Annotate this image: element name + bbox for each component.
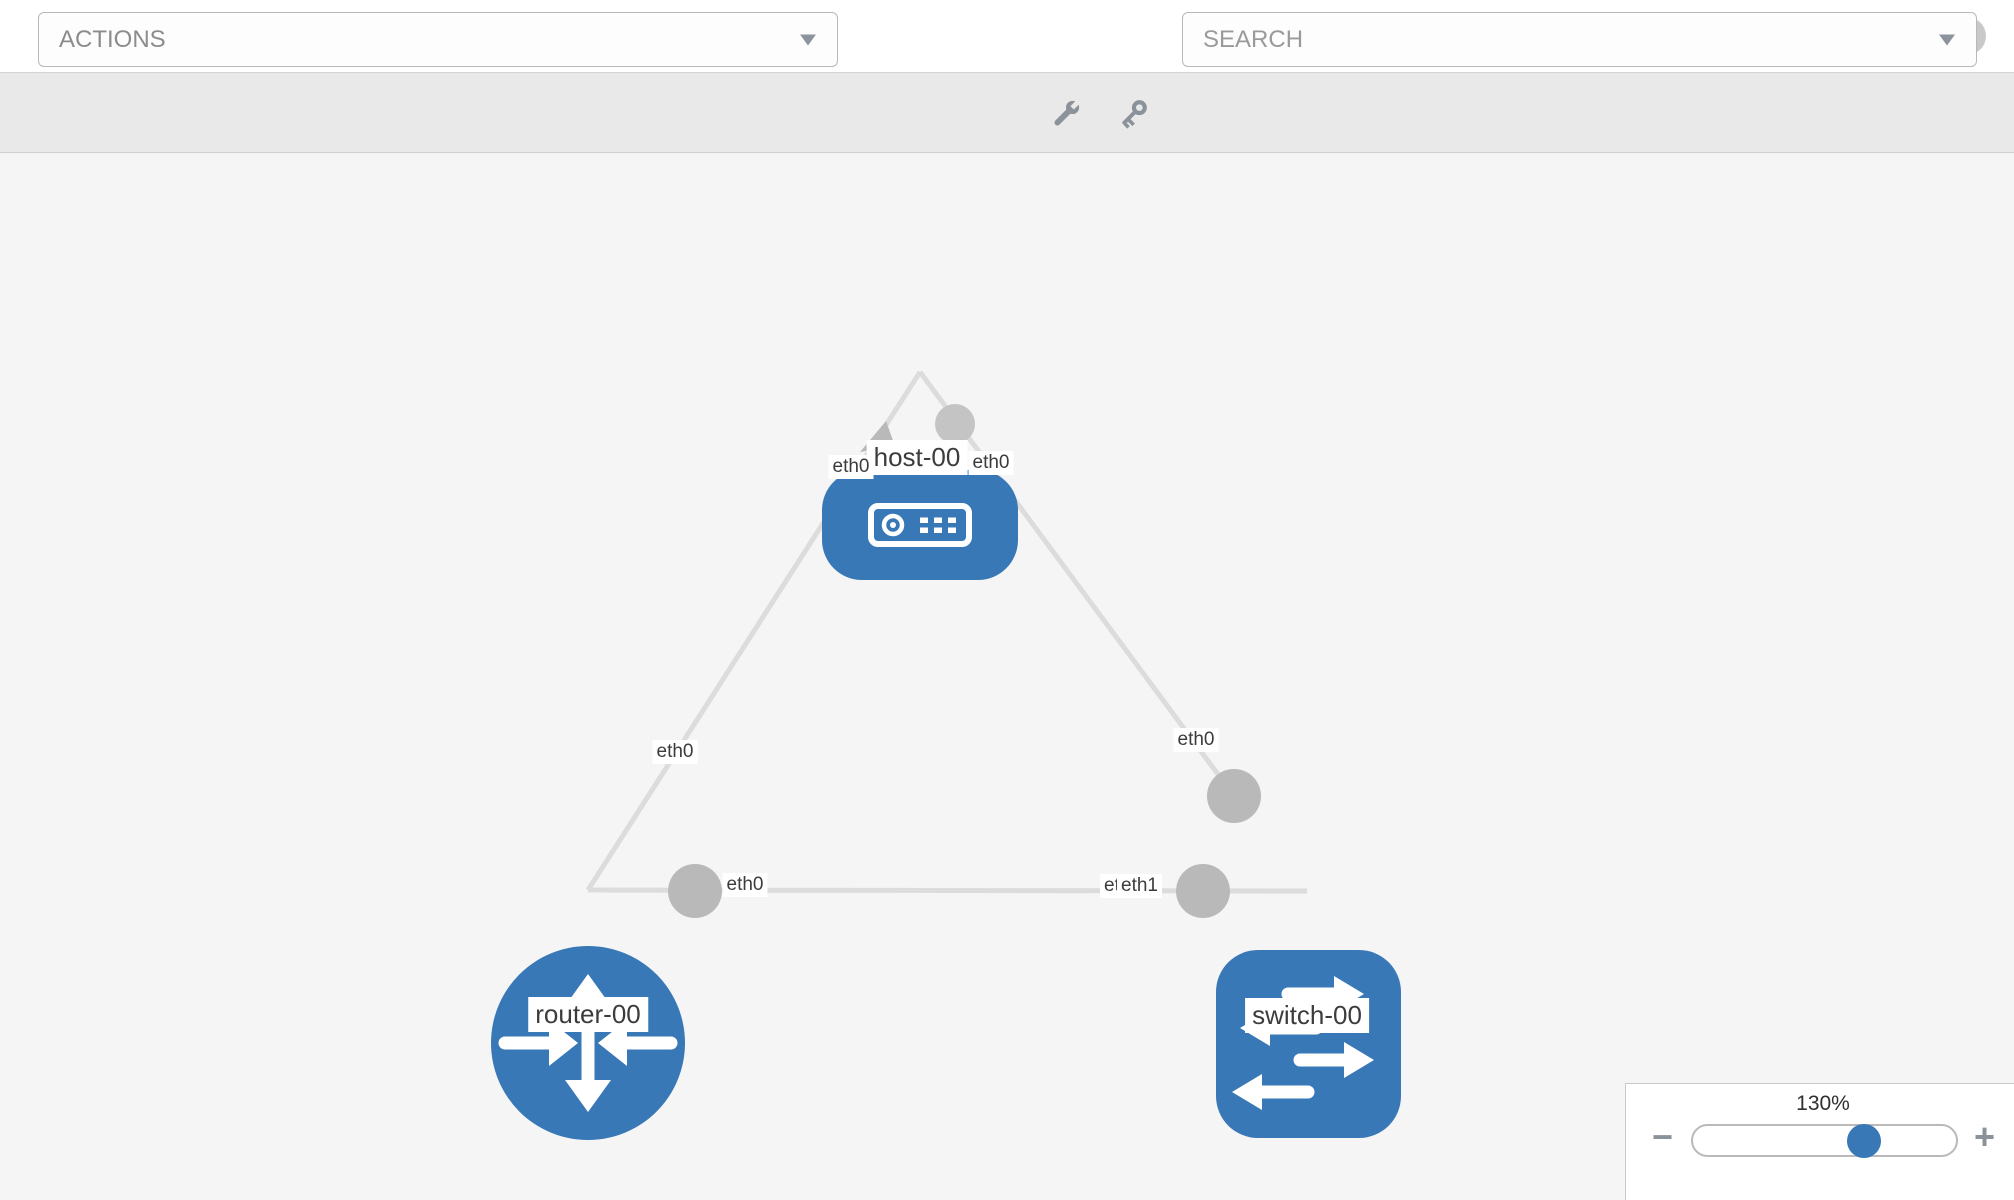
actions-dropdown-label: ACTIONS <box>59 25 166 53</box>
zoom-level: 130% <box>1796 1092 1850 1115</box>
key-icon[interactable] <box>1115 96 1151 132</box>
zoom-out-button[interactable]: − <box>1652 1116 1674 1157</box>
interface-dot-switch-eth1[interactable] <box>1176 864 1230 918</box>
interface-dot-host-eth0[interactable] <box>935 404 975 444</box>
topology-links-layer <box>585 370 1308 918</box>
actions-dropdown[interactable]: ACTIONS <box>38 12 838 67</box>
node-switch-00[interactable] <box>1216 950 1401 1138</box>
node-router-00[interactable] <box>491 946 685 1140</box>
zoom-slider-thumb[interactable] <box>1847 1124 1881 1158</box>
search-input[interactable] <box>1183 13 1976 66</box>
port-label: eth0 <box>828 455 874 479</box>
node-label-host: host-00 <box>866 440 968 475</box>
interface-dot-router-eth0[interactable] <box>668 864 722 918</box>
zoom-slider-track[interactable] <box>1691 1124 1958 1157</box>
node-label-router: router-00 <box>528 997 648 1032</box>
zoom-panel: 130% − + <box>1625 1083 2014 1200</box>
host-icon <box>868 503 972 547</box>
port-label: eth0 <box>652 740 698 764</box>
search-dropdown[interactable] <box>1182 12 1977 67</box>
chevron-down-icon <box>799 33 817 46</box>
port-label: eth0 <box>968 451 1014 475</box>
port-label: eth0 <box>722 873 768 897</box>
topology-canvas[interactable] <box>0 153 2014 1200</box>
interface-dot-switch-eth0[interactable] <box>1207 769 1261 823</box>
switch-icon <box>1232 976 1374 1110</box>
link-host-switch[interactable] <box>917 370 1237 798</box>
toolbar <box>0 73 2014 153</box>
port-label: eth1 <box>1117 874 1162 898</box>
wrench-icon[interactable] <box>1048 96 1084 132</box>
node-label-switch: switch-00 <box>1245 998 1369 1033</box>
node-host-00[interactable] <box>822 470 1018 580</box>
zoom-in-button[interactable]: + <box>1974 1116 1996 1157</box>
router-icon <box>498 974 678 1112</box>
port-label: eth0 <box>1173 728 1219 752</box>
chevron-down-icon <box>1938 33 1956 46</box>
